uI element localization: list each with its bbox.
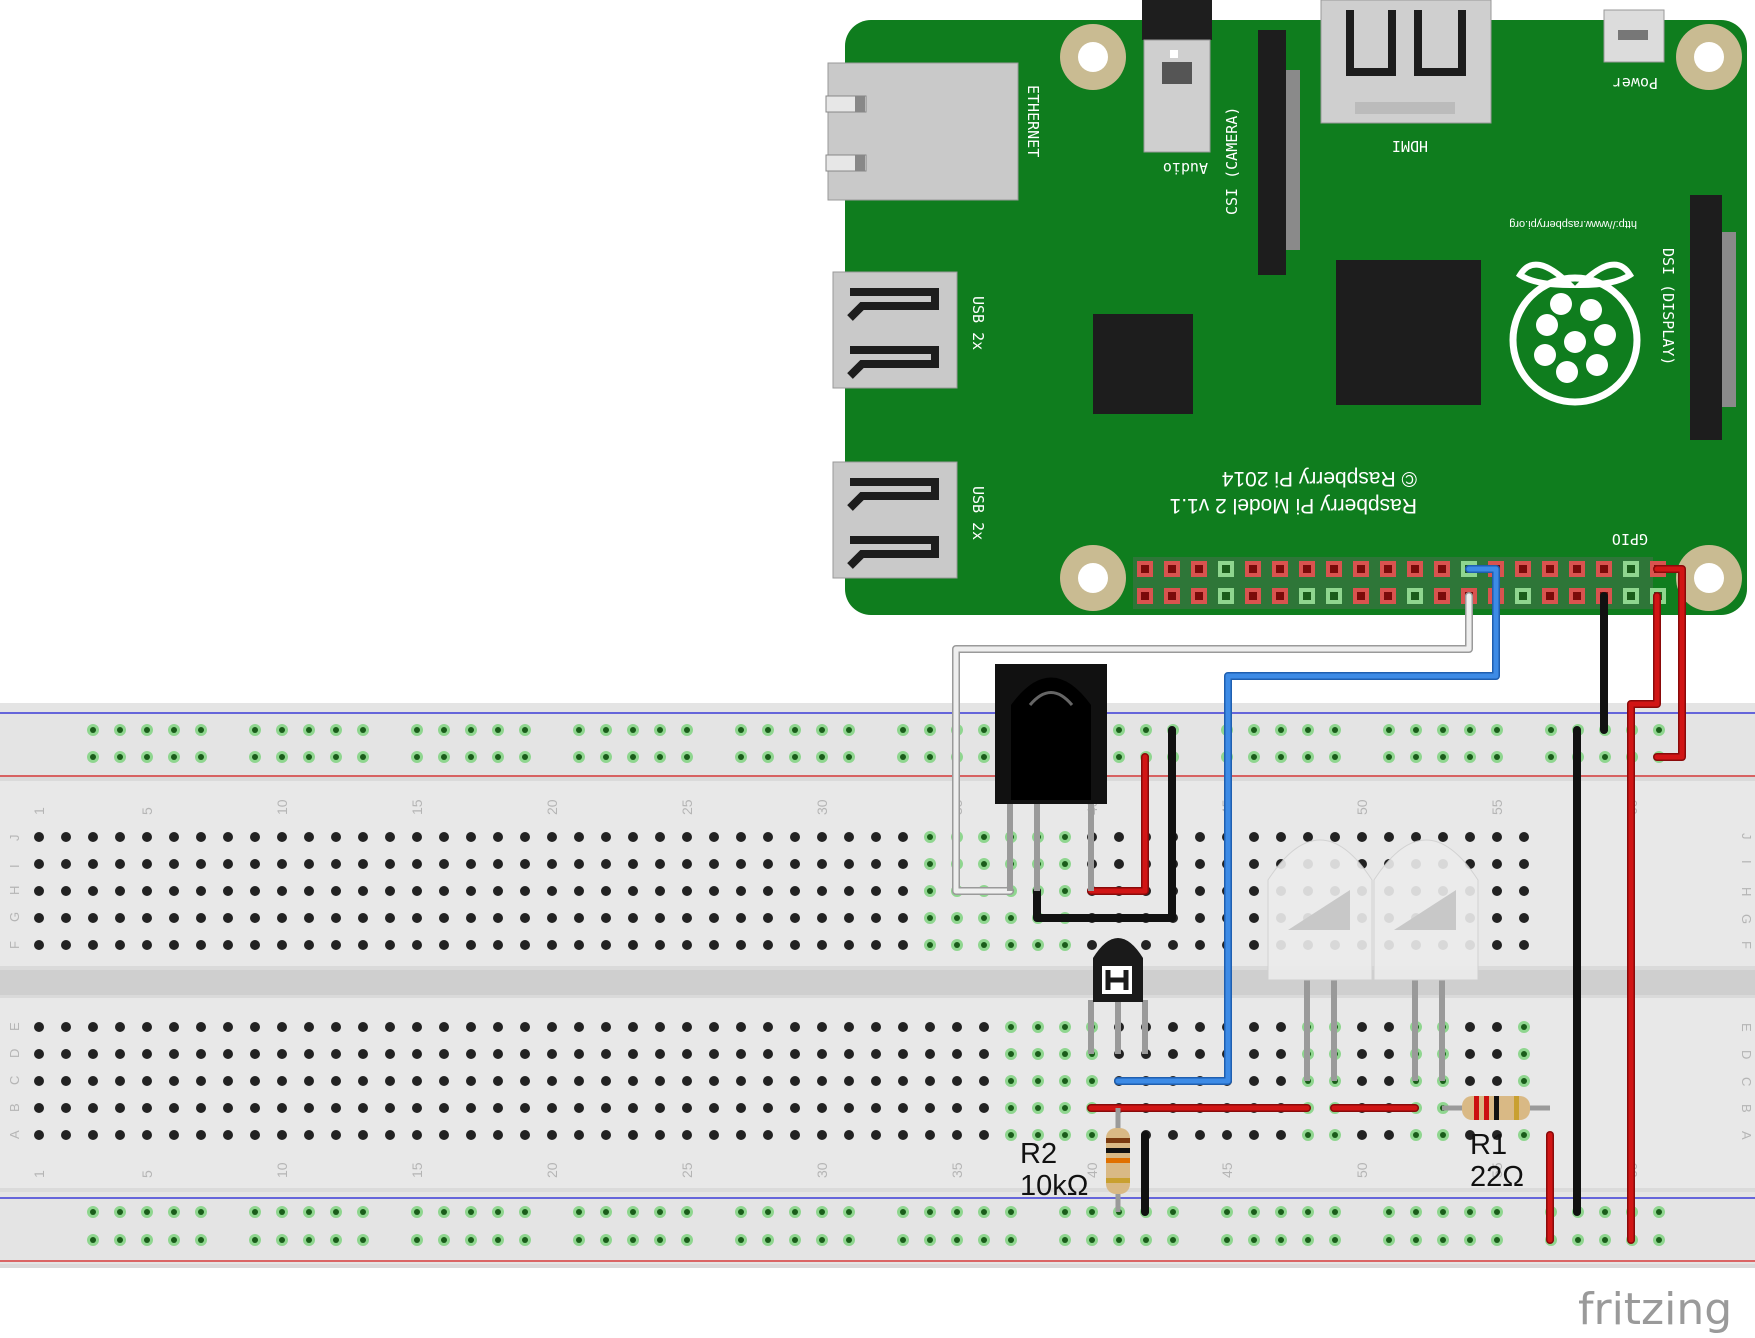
column-number-top: 1 xyxy=(31,807,47,815)
column-number-bottom: 20 xyxy=(544,1162,560,1178)
ethernet-label: ETHERNET xyxy=(1024,85,1042,157)
column-number-bottom: 35 xyxy=(949,1162,965,1178)
camera-label: CSI (CAMERA) xyxy=(1223,107,1241,215)
r2-value-label: 10kΩ xyxy=(1020,1170,1088,1202)
gpio-label: GPIO xyxy=(1612,530,1648,548)
column-number-top: 25 xyxy=(679,799,695,815)
r1-name-label: R1 xyxy=(1470,1129,1507,1161)
column-number-bottom: 55 xyxy=(1489,1162,1505,1178)
column-number-top: 15 xyxy=(409,799,425,815)
row-letter-right: A xyxy=(1739,1131,1754,1140)
column-number-bottom: 30 xyxy=(814,1162,830,1178)
column-number-bottom: 50 xyxy=(1354,1162,1370,1178)
row-letter-left: H xyxy=(7,886,22,895)
column-number-top: 10 xyxy=(274,799,290,815)
hdmi-label: HDMI xyxy=(1392,137,1428,155)
ethernet-port xyxy=(825,62,1019,201)
pi-copyright-text: © Raspberry Pi 2014 xyxy=(1221,467,1417,490)
r1-value-label: 22Ω xyxy=(1470,1161,1524,1193)
wires xyxy=(952,565,1686,1244)
row-letter-right: F xyxy=(1739,941,1754,949)
row-letter-left: I xyxy=(7,864,22,868)
audio-jack xyxy=(1142,0,1212,153)
ir-led-2 xyxy=(1373,839,1479,1081)
column-number-bottom: 15 xyxy=(409,1162,425,1178)
pi-pcb xyxy=(845,20,1747,615)
column-number-bottom: 5 xyxy=(139,1170,155,1178)
breadboard: 1510152025303540455055601510152025303540… xyxy=(0,703,1755,1268)
row-letter-right: G xyxy=(1739,914,1754,924)
row-letter-left: F xyxy=(7,941,22,949)
row-letter-left: J xyxy=(7,835,22,842)
usb-port-bottom xyxy=(832,461,958,579)
row-letter-right: B xyxy=(1739,1104,1754,1113)
row-letter-left: C xyxy=(7,1076,22,1085)
raspberry-pi-board: ETHERNET USB 2x USB 2x Audio CSI (CA xyxy=(825,0,1747,615)
display-connector xyxy=(1690,195,1736,440)
pi-url: http://www.raspberrypi.org xyxy=(1509,218,1637,230)
hdmi-port xyxy=(1320,0,1492,124)
raspberry-logo xyxy=(1509,261,1641,406)
column-number-top: 30 xyxy=(814,799,830,815)
ram-chip xyxy=(1093,314,1193,414)
wire-black-ir-gnd xyxy=(1033,726,1176,922)
row-letter-left: B xyxy=(7,1103,22,1112)
row-letter-right: I xyxy=(1739,860,1754,864)
resistor-r2 xyxy=(1106,1108,1130,1212)
usb-top-label: USB 2x xyxy=(969,296,987,350)
breadboard-row-letters: J J I I H H G G F F E E D D C C B B A A xyxy=(7,833,1754,1140)
fritzing-logo: fritzing xyxy=(1578,1284,1732,1335)
r2-name-label: R2 xyxy=(1020,1138,1057,1170)
center-channel xyxy=(0,970,1755,995)
row-letter-left: G xyxy=(7,912,22,922)
power-label: Power xyxy=(1613,74,1658,92)
column-number-top: 55 xyxy=(1489,799,1505,815)
column-number-bottom: 10 xyxy=(274,1162,290,1178)
row-letter-right: H xyxy=(1739,887,1754,896)
ir-led-1 xyxy=(1267,839,1373,1081)
display-label: DSI (DISPLAY) xyxy=(1659,248,1677,365)
row-letter-left: A xyxy=(7,1130,22,1139)
audio-label: Audio xyxy=(1163,159,1208,177)
power-port xyxy=(1603,9,1665,63)
row-letter-left: D xyxy=(7,1049,22,1058)
row-letter-right: C xyxy=(1739,1077,1754,1086)
pi-model-text: Raspberry Pi Model 2 v1.1 xyxy=(1170,494,1417,517)
npn-transistor xyxy=(1088,938,1148,1054)
bottom-power-rail xyxy=(0,1192,1755,1264)
row-letter-right: J xyxy=(1739,833,1754,840)
top-power-rail xyxy=(0,703,1755,775)
usb-bottom-label: USB 2x xyxy=(969,486,987,540)
column-number-bottom: 25 xyxy=(679,1162,695,1178)
soc-chip xyxy=(1336,260,1481,405)
resistor-r1 xyxy=(1442,1096,1550,1120)
row-letter-right: D xyxy=(1739,1050,1754,1059)
ir-receiver xyxy=(995,664,1107,891)
column-number-top: 20 xyxy=(544,799,560,815)
usb-port-top xyxy=(832,271,958,389)
mounting-holes xyxy=(1060,24,1742,611)
camera-connector xyxy=(1258,30,1300,275)
breadboard-holes xyxy=(34,724,1665,1246)
row-letter-left: E xyxy=(7,1022,22,1031)
column-number-bottom: 45 xyxy=(1219,1162,1235,1178)
column-number-bottom: 1 xyxy=(31,1170,47,1178)
column-number-bottom: 40 xyxy=(1084,1162,1100,1178)
row-letter-right: E xyxy=(1739,1023,1754,1032)
column-number-top: 5 xyxy=(139,807,155,815)
column-number-top: 50 xyxy=(1354,799,1370,815)
